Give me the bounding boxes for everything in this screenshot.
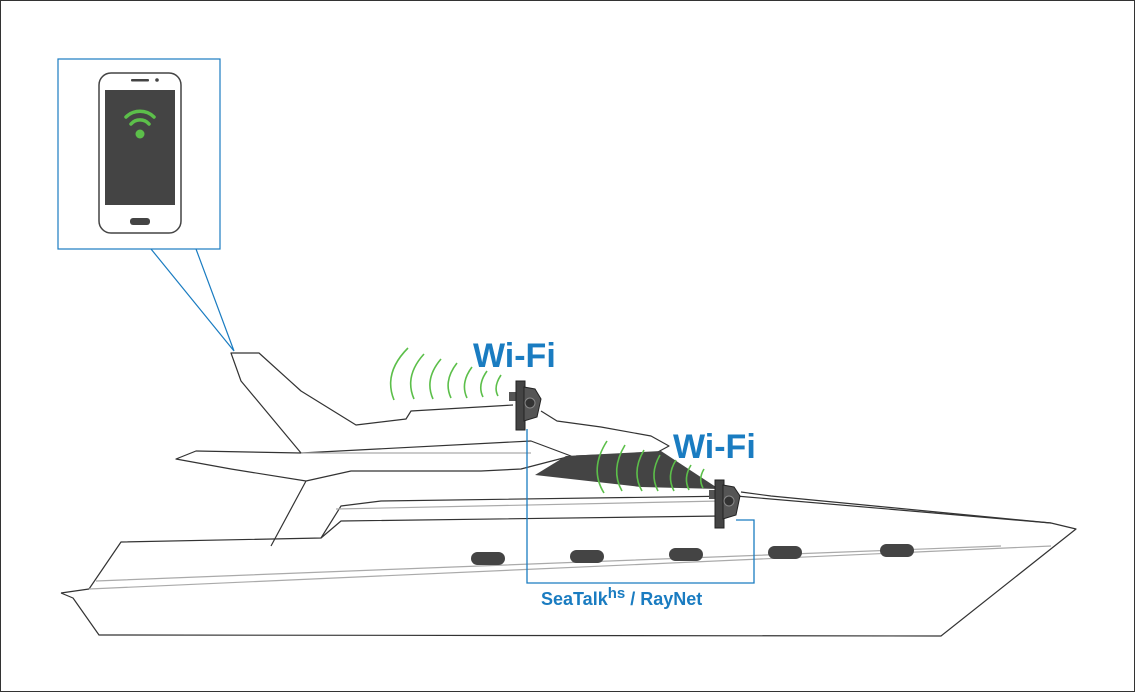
network-prefix: SeaTalk <box>541 589 608 609</box>
yacht-illustration <box>60 352 1077 637</box>
display-unit-icon <box>709 479 741 529</box>
smartphone-icon <box>98 72 182 234</box>
network-label: SeaTalkhs / RayNet <box>541 585 703 610</box>
network-superscript: hs <box>607 585 626 602</box>
portholes <box>471 544 914 565</box>
wifi-icon <box>124 109 156 126</box>
wifi-signal-icon <box>389 347 502 401</box>
seatalk-raynet-cable <box>526 429 755 584</box>
wifi-label-upper: Wi-Fi <box>473 337 556 375</box>
display-unit-icon <box>509 380 542 431</box>
wifi-signal-icon <box>596 440 705 494</box>
wifi-label-lower: Wi-Fi <box>673 428 756 466</box>
network-suffix: / RayNet <box>625 589 703 609</box>
phone-callout <box>57 58 235 352</box>
